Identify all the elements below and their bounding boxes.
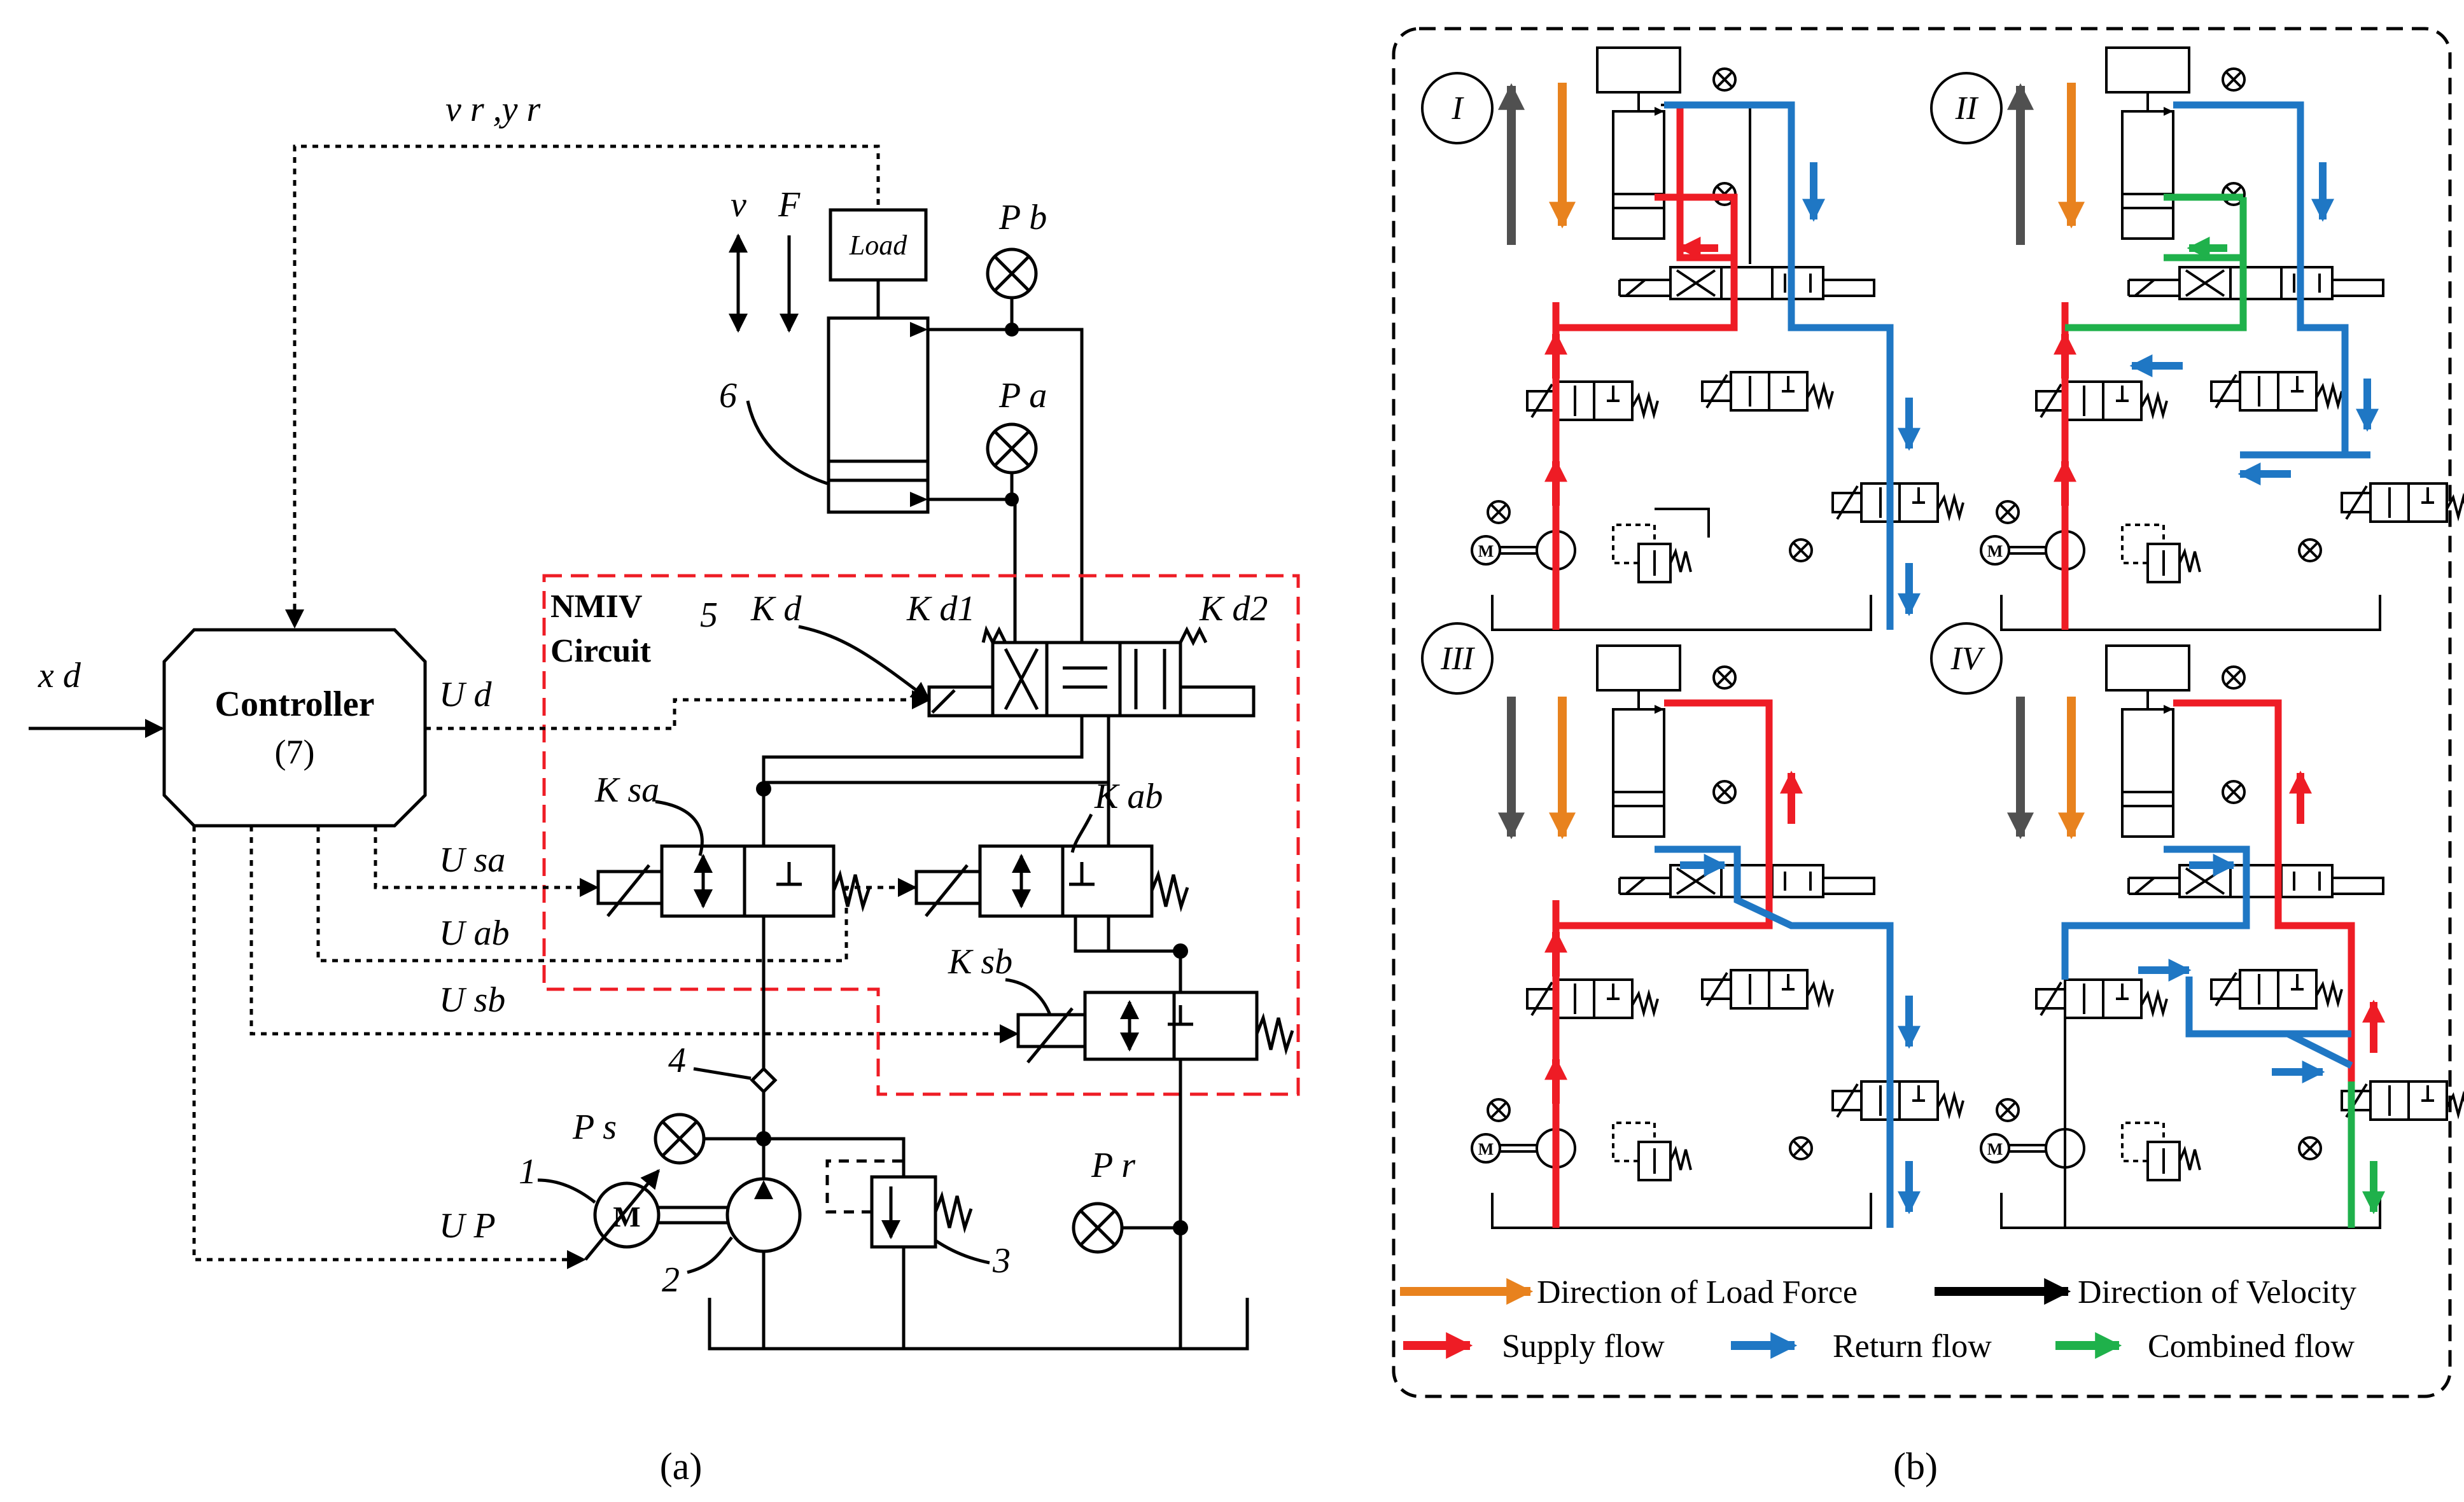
legend-combined: Combined flow <box>2148 1328 2355 1365</box>
pump-2 <box>725 1177 802 1253</box>
label-4: 4 <box>668 1041 686 1080</box>
controller-title: Controller <box>215 685 375 724</box>
force-label: F <box>778 185 801 225</box>
legend-load-force: Direction of Load Force <box>1537 1274 1858 1311</box>
quadrant-II: II M <box>1930 46 2464 631</box>
tank <box>708 1298 1249 1351</box>
kab-valve <box>914 844 1189 918</box>
panel-b-frame <box>1392 27 2452 1398</box>
up-label: U P <box>439 1206 496 1246</box>
legend: Direction of Load Force Direction of Vel… <box>1400 1274 2356 1365</box>
nmiv-line1: NMIV <box>550 588 642 625</box>
quadrant-II-motor: M <box>1987 542 2003 560</box>
cylinder-piston <box>827 459 930 482</box>
controller-number: (7) <box>275 733 315 771</box>
quadrant-III: III M <box>1421 622 1964 1229</box>
pr-label: P r <box>1091 1146 1135 1185</box>
gauge-pa-icon <box>988 424 1036 473</box>
ksb-label: K sb <box>948 942 1012 982</box>
quadrant-IV-motor: M <box>1987 1140 2003 1158</box>
kab-label: K ab <box>1094 777 1163 816</box>
uab-label: U ab <box>439 914 509 953</box>
quadrant-I-motor: M <box>1478 542 1494 560</box>
label-1: 1 <box>519 1152 536 1192</box>
load-label: Load <box>849 230 907 261</box>
directional-valve <box>927 625 1256 718</box>
caption-a: (a) <box>660 1445 703 1487</box>
quadrant-III-label: III <box>1440 641 1476 677</box>
kd2-label: K d2 <box>1199 589 1268 629</box>
cylinder-body <box>827 316 930 514</box>
caption-b: (b) <box>1893 1445 1938 1487</box>
gauge-ps-icon <box>655 1115 704 1163</box>
legend-velocity: Direction of Velocity <box>2078 1274 2356 1311</box>
controller-block <box>162 628 427 828</box>
quadrant-III-motor: M <box>1478 1140 1494 1158</box>
ksa-valve <box>596 844 871 918</box>
legend-supply: Supply flow <box>1502 1328 1665 1365</box>
ksa-label: K sa <box>594 770 659 810</box>
quadrant-I: I M <box>1421 46 1964 631</box>
input-label: x d <box>38 656 81 695</box>
usa-label: U sa <box>439 840 505 880</box>
load-box <box>829 208 928 282</box>
velocity-label: v <box>731 185 746 225</box>
pa-label: P a <box>998 376 1047 415</box>
ps-label: P s <box>572 1108 617 1147</box>
gauge-pr-icon <box>1074 1204 1122 1252</box>
quadrant-IV: IV M <box>1930 622 2464 1229</box>
label-5: 5 <box>700 595 718 635</box>
nmiv-boundary <box>542 574 1300 1096</box>
usb-label: U sb <box>439 980 505 1020</box>
label-6: 6 <box>719 376 737 415</box>
motor-label: M <box>613 1200 640 1233</box>
relief-valve-3 <box>870 1175 937 1249</box>
label-2: 2 <box>662 1260 680 1300</box>
quadrant-II-label: II <box>1955 90 1979 127</box>
panel-b-diagram: I M <box>1392 27 2464 1487</box>
legend-return: Return flow <box>1833 1328 1992 1365</box>
kd-label: K d <box>750 589 802 629</box>
nmiv-line2: Circuit <box>550 633 652 669</box>
quadrant-IV-label: IV <box>1950 641 1985 677</box>
gauge-pb-icon <box>988 249 1036 298</box>
ud-label: U d <box>439 675 492 714</box>
quadrant-I-label: I <box>1451 90 1464 127</box>
feedback-label: v r ,y r <box>445 90 541 129</box>
panel-a-diagram: Controller (7) x d v r ,y r Load 6 v F P… <box>29 90 1300 1487</box>
feedback-line <box>285 144 880 629</box>
check-valve-4 <box>750 1066 778 1094</box>
pb-label: P b <box>998 198 1047 237</box>
ksb-valve <box>1016 991 1294 1064</box>
label-3: 3 <box>992 1241 1011 1281</box>
kd1-label: K d1 <box>906 589 975 629</box>
